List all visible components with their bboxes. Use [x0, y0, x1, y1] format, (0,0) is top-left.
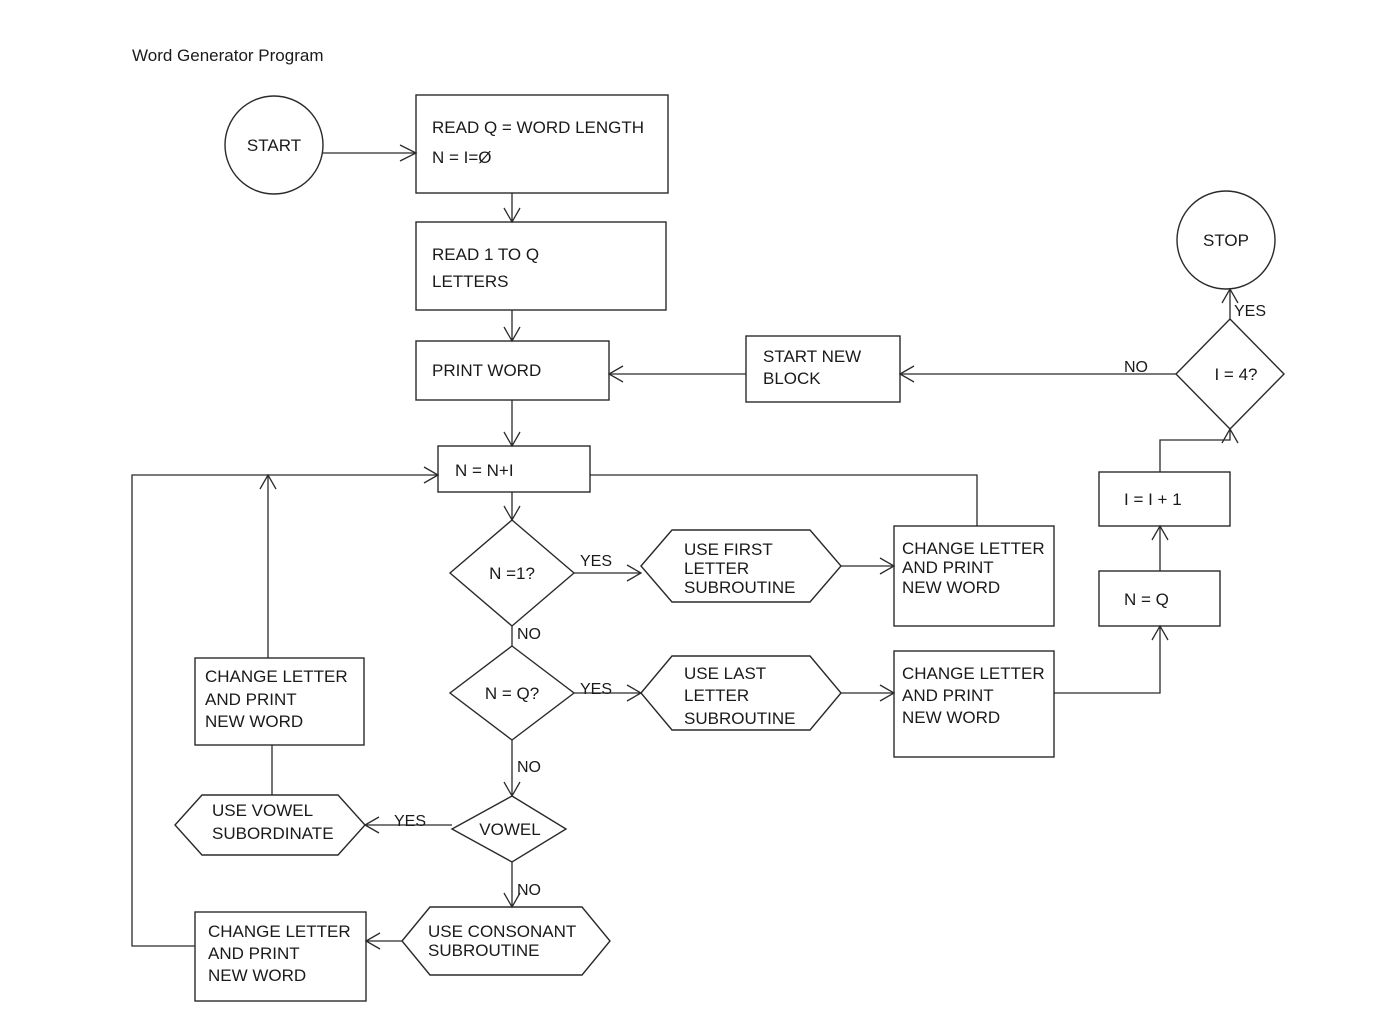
- change-letter-box-1: [893, 525, 1055, 627]
- start-node: [224, 95, 324, 195]
- decision-n1-label: N =1?: [489, 564, 535, 583]
- change4-line-1: CHANGE LETTER: [208, 922, 351, 941]
- read-letters-line-1: READ 1 TO Q: [432, 245, 539, 264]
- first-sub-line-1: USE FIRST: [684, 540, 773, 559]
- vowel-yes-label: YES: [394, 813, 426, 830]
- read-letters-box: [415, 221, 667, 311]
- change-letter-box-3: [194, 657, 365, 746]
- change-letter-box-4: [194, 911, 367, 1002]
- start-new-block-box: [745, 335, 901, 403]
- change1-line-2: AND PRINT: [902, 558, 994, 577]
- change2-line-2: AND PRINT: [902, 686, 994, 705]
- vowel-no-label: NO: [517, 882, 541, 899]
- last-sub-line-3: SUBROUTINE: [684, 709, 795, 728]
- increment-i-label: I = I + 1: [1124, 490, 1182, 509]
- print-word-label: PRINT WORD: [432, 361, 541, 380]
- n1-no-label: NO: [517, 626, 541, 643]
- consonant-subroutine-hex: [401, 906, 611, 976]
- new-block-line-2: BLOCK: [763, 369, 821, 388]
- n1-yes-label: YES: [580, 553, 612, 570]
- read-letters-line-2: LETTERS: [432, 272, 509, 291]
- start-label: START: [247, 136, 301, 155]
- increment-n-label: N = N+I: [455, 461, 514, 480]
- new-block-line-1: START NEW: [763, 347, 861, 366]
- consonant-sub-line-2: SUBROUTINE: [428, 941, 539, 960]
- last-sub-line-1: USE LAST: [684, 664, 766, 683]
- change1-line-1: CHANGE LETTER: [902, 539, 1045, 558]
- change-letter-box-2: [893, 650, 1055, 758]
- increment-n-box: [437, 445, 591, 493]
- first-sub-line-3: SUBROUTINE: [684, 578, 795, 597]
- change3-line-3: NEW WORD: [205, 712, 303, 731]
- n-equals-q-label: N = Q: [1124, 590, 1169, 609]
- change2-line-1: CHANGE LETTER: [902, 664, 1045, 683]
- arrowheads: [259, 144, 1239, 950]
- vowel-sub-line-2: SUBORDINATE: [212, 824, 334, 843]
- decision-nq-label: N = Q?: [485, 684, 539, 703]
- consonant-sub-line-1: USE CONSONANT: [428, 922, 576, 941]
- change1-line-3: NEW WORD: [902, 578, 1000, 597]
- decision-i4-label: I = 4?: [1214, 365, 1257, 384]
- last-sub-line-2: LETTER: [684, 686, 749, 705]
- change3-line-2: AND PRINT: [205, 690, 297, 709]
- change4-line-3: NEW WORD: [208, 966, 306, 985]
- change2-line-3: NEW WORD: [902, 708, 1000, 727]
- read-word-length-box: [415, 94, 669, 194]
- change3-line-1: CHANGE LETTER: [205, 667, 348, 686]
- change4-line-2: AND PRINT: [208, 944, 300, 963]
- i4-no-label: NO: [1124, 359, 1148, 376]
- stop-node: [1176, 190, 1276, 290]
- increment-i-box: [1098, 471, 1231, 527]
- decision-vowel-label: VOWEL: [479, 820, 540, 839]
- read-word-length-line-1: READ Q = WORD LENGTH: [432, 118, 644, 137]
- vowel-sub-line-1: USE VOWEL: [212, 801, 313, 820]
- nq-yes-label: YES: [580, 681, 612, 698]
- nq-no-label: NO: [517, 759, 541, 776]
- read-word-length-line-2: N = I=Ø: [432, 148, 492, 167]
- first-sub-line-2: LETTER: [684, 559, 749, 578]
- i4-yes-label: YES: [1234, 303, 1266, 320]
- diagram-title: Word Generator Program: [132, 46, 324, 65]
- stop-label: STOP: [1203, 231, 1249, 250]
